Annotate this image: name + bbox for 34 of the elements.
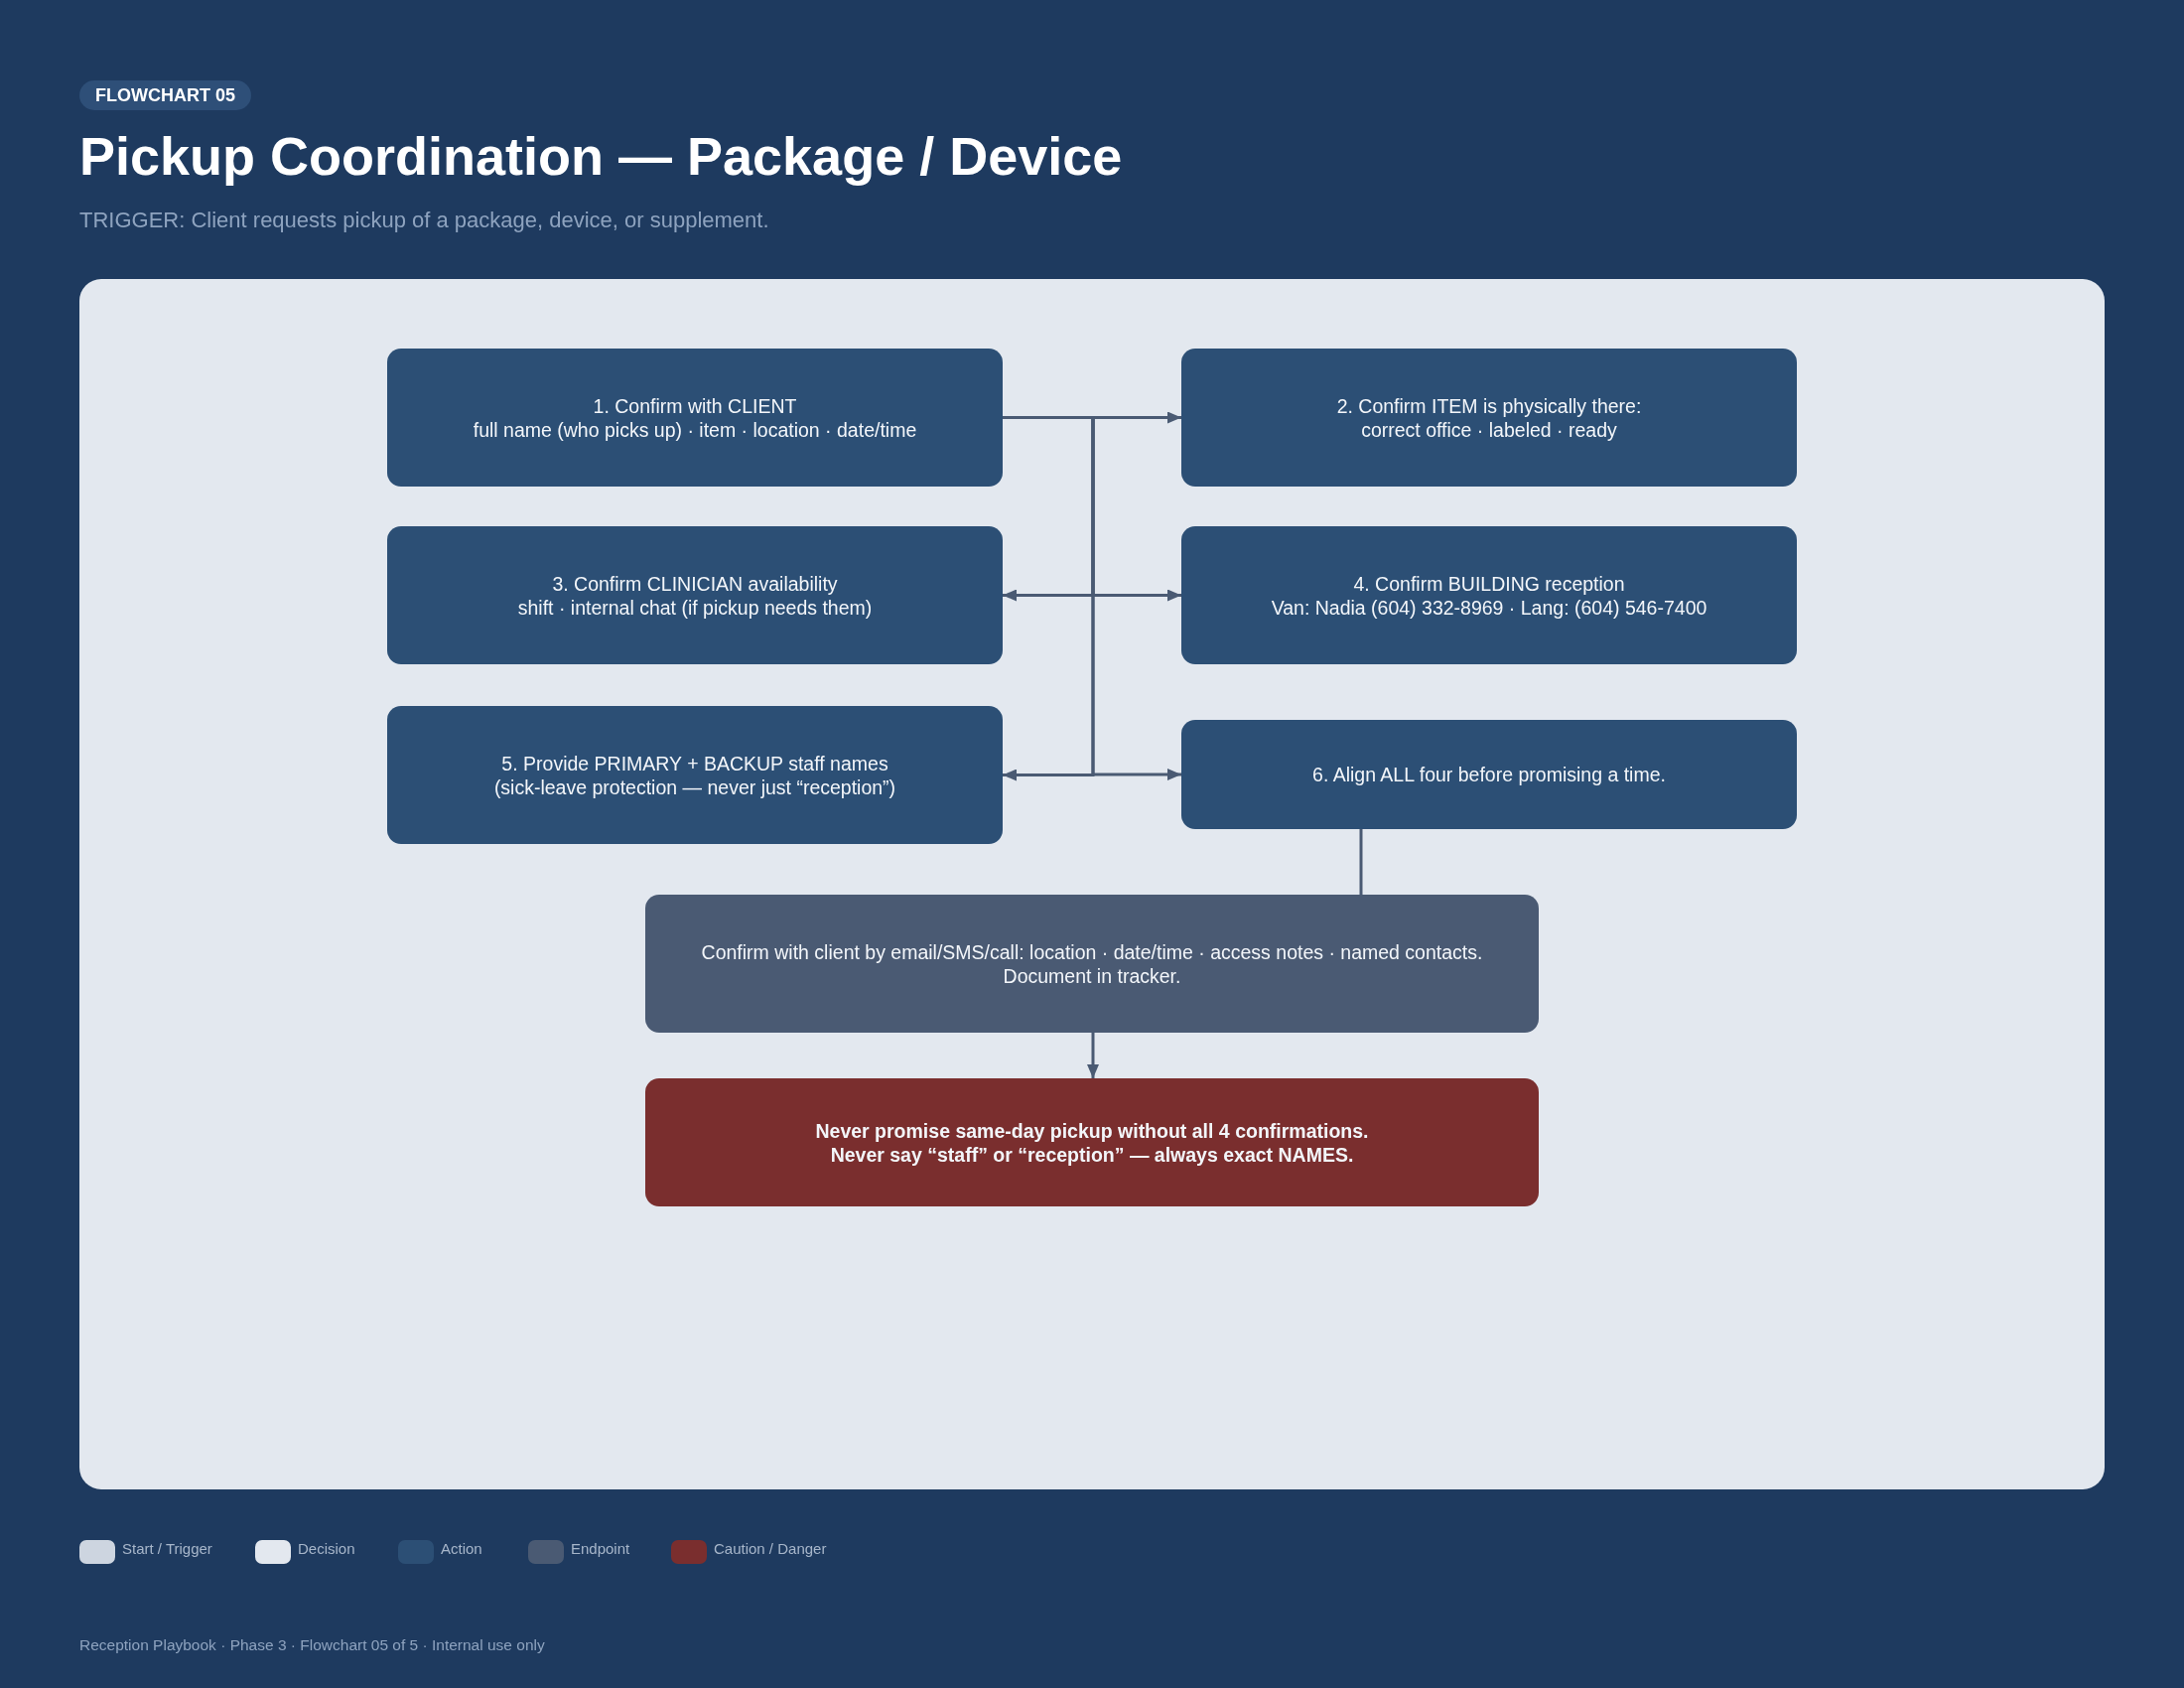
process-box [387,706,1003,844]
legend-label: Endpoint [571,1540,630,1558]
step-details: Van: Nadia (604) 332-8969 · Lang: (604) 546-7400 [1271,595,1707,620]
step-title: 1. Confirm with CLIENT [593,393,797,418]
endpoint-box [645,895,1539,1033]
tag-label: FLOWCHART 05 [79,80,251,110]
legend-label: Action [441,1540,482,1558]
process-box [1181,349,1797,487]
confirmation-text: Confirm with client by email/SMS/call: location · date/time · access notes · named contacts. [701,939,1483,964]
process-box [1181,720,1797,829]
warning-text: Never say “staff” or “reception” — always exact NAMES. [830,1142,1354,1167]
step-details: full name (who picks up) · item · location · date/time [473,417,917,442]
page-title: Pickup Coordination — Package / Device [79,125,1123,187]
process-box [1181,526,1797,664]
footer-text: Reception Playbook · Phase 3 · Flowchart 05 of 5 · Internal use only [79,1635,545,1655]
legend-label: Start / Trigger [122,1540,212,1558]
warning-box [645,1078,1539,1206]
step-details: shift · internal chat (if pickup needs them) [517,595,873,620]
warning-text: Never promise same-day pickup without all 4 confirmations. [815,1118,1369,1143]
step-title: 4. Confirm BUILDING reception [1353,571,1625,596]
step-title: 3. Confirm CLINICIAN availability [552,571,838,596]
legend-label: Decision [298,1540,355,1558]
legend-label: Caution / Danger [714,1540,827,1558]
subtitle-text: TRIGGER: Client requests pickup of a package, device, or supplement. [79,207,769,234]
process-box [387,349,1003,487]
step-title: 2. Confirm ITEM is physically there: [1336,393,1642,418]
arrow [1087,1033,1099,1078]
confirmation-text: Document in tracker. [1003,963,1181,988]
step-title: 6. Align ALL four before promising a time. [1312,763,1666,786]
step-title: 5. Provide PRIMARY + BACKUP staff names [501,751,888,775]
connector-line [1359,829,1363,895]
step-details: (sick-leave protection — never just “reception”) [493,774,896,799]
process-box [387,526,1003,664]
step-details: correct office · labeled · ready [1361,417,1617,442]
